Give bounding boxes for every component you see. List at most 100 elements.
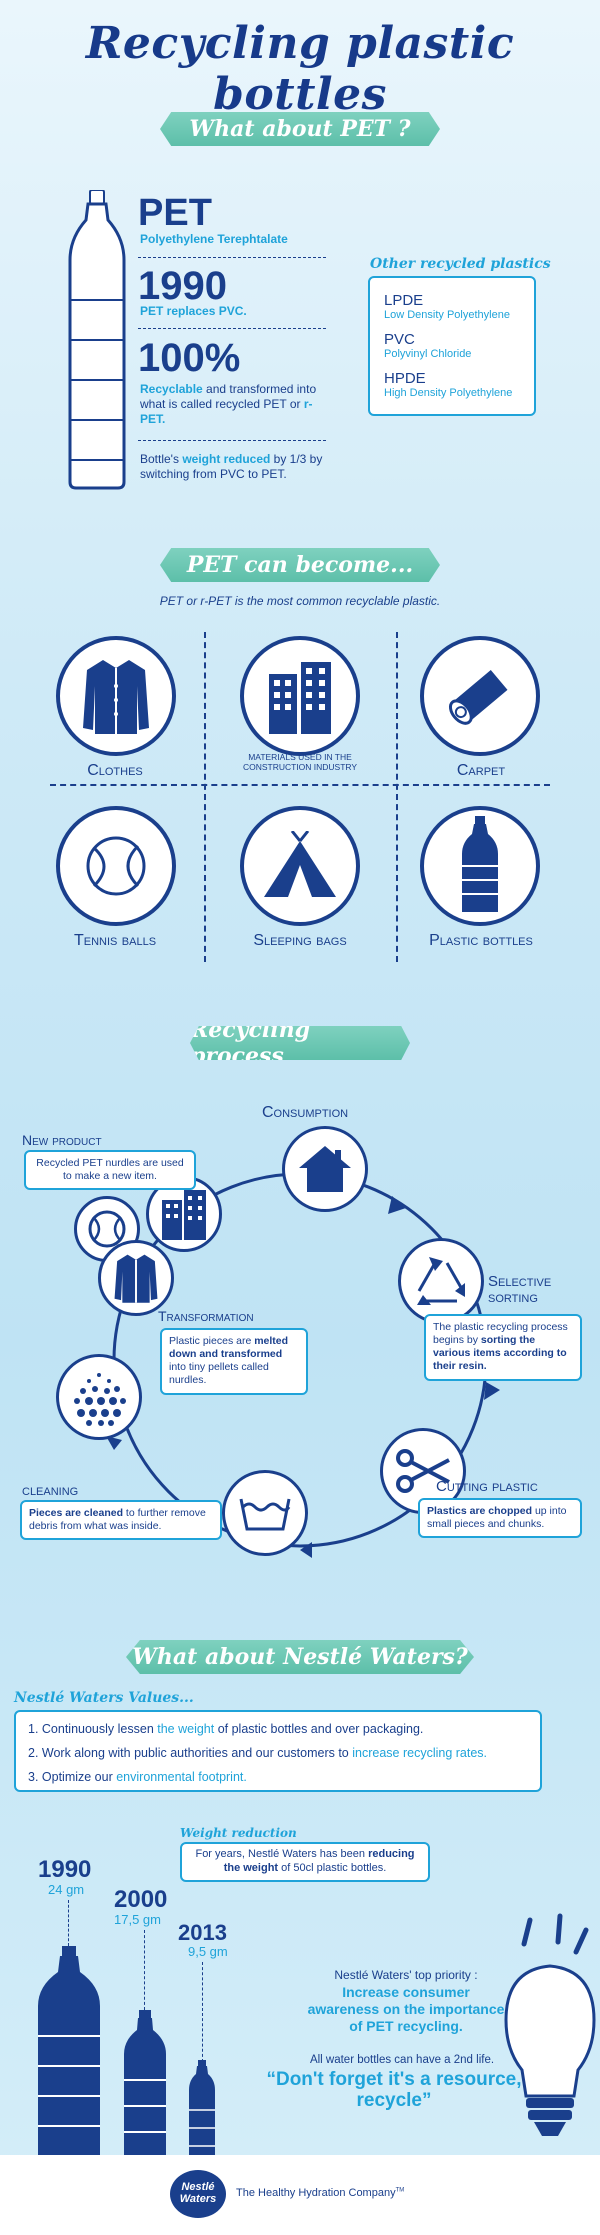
bottle-icon	[420, 806, 540, 926]
nestle-waters-logo: Nestlé Waters	[170, 2170, 226, 2218]
section-banner-nestle: What about Nestlé Waters?	[126, 1640, 474, 1674]
wn3: of 50cl plastic bottles.	[278, 1861, 387, 1874]
consumption-label: Consumption	[262, 1104, 349, 1121]
other-plastics-box: LPDE Low Density Polyethylene PVC Polyvi…	[368, 276, 536, 416]
cutting-note: Plastics are chopped up into small piece…	[418, 1498, 582, 1539]
item-label-construction: MATERIALS USED IN THE CONSTRUCTION INDUS…	[242, 752, 358, 772]
page-title: Recycling plastic bottles	[85, 18, 515, 120]
priority-bold: Increase consumer awareness on the impor…	[307, 1984, 505, 2034]
v1b: the weight	[157, 1722, 215, 1736]
washing-icon	[222, 1470, 308, 1556]
logo-line-2: Waters	[179, 2193, 217, 2205]
pellets-icon	[56, 1354, 142, 1440]
selective-note-2: sorting the various items according to t…	[433, 1334, 567, 1373]
value-item: 1. Continuously lessen the weight of pla…	[28, 1718, 528, 1742]
year-label: 1990	[38, 1856, 92, 1883]
other-item: PVC Polyvinyl Chloride	[384, 331, 520, 360]
wn1: For years, Nestlé Waters has been	[195, 1848, 369, 1860]
scissors-icon	[380, 1428, 466, 1514]
leader-line	[144, 1930, 145, 2010]
leader-line	[68, 1900, 69, 1946]
divider	[138, 257, 326, 258]
priority-label: Nestlé Waters' top priority :	[334, 1968, 478, 1982]
pet-bottle-illustration	[68, 189, 126, 490]
gm-label: 9,5 gm	[188, 1944, 228, 1959]
percent-text: Recyclable and transformed into what is …	[140, 382, 330, 427]
cutting-note-2: up into small pieces and chunks.	[427, 1505, 567, 1531]
section-banner-pet-become: PET can become...	[160, 548, 440, 582]
leader-line	[202, 1962, 203, 2062]
v2a: 2. Work along with public authorities an…	[28, 1745, 353, 1760]
house-icon	[282, 1126, 368, 1212]
other-code: PVC	[384, 331, 415, 348]
tm: TM	[395, 2187, 405, 2194]
second-life: All water bottles can have a 2nd life.	[309, 2054, 495, 2066]
values-box: 1. Continuously lessen the weight of pla…	[14, 1710, 542, 1792]
quote: “Don't forget it's a resource, recycle”	[266, 2069, 522, 2111]
year-1990: 1990	[138, 264, 227, 308]
grid-divider	[396, 632, 398, 962]
lightbulb-icon	[500, 1910, 596, 2145]
transformation-note-2: melted down and transformed	[169, 1335, 289, 1361]
other-name: Polyvinyl Chloride	[384, 348, 472, 360]
other-code: HPDE	[384, 370, 426, 387]
percent-text-mid: and transformed into what is called recy…	[140, 382, 317, 411]
jacket-icon	[56, 636, 176, 756]
other-item: LPDE Low Density Polyethylene	[384, 292, 520, 321]
bottle-2013-icon	[188, 2060, 216, 2173]
carpet-roll-icon	[420, 636, 540, 756]
cleaning-label: cleaning	[22, 1482, 79, 1499]
transformation-label: Transformation	[158, 1308, 254, 1324]
weight-text: Bottle's weight reduced by 1/3 by switch…	[140, 452, 330, 482]
item-label-sleeping-bags: Sleeping bags	[253, 932, 347, 949]
footer	[0, 2155, 600, 2235]
year-text: PET replaces PVC.	[140, 304, 247, 318]
logo-line-1: Nestlé	[181, 2181, 215, 2194]
jacket-icon	[98, 1240, 174, 1316]
new-product-note: Recycled PET nurdles are used to make a …	[24, 1150, 196, 1191]
wn2: reducing the weight	[223, 1848, 415, 1874]
pet-heading: PET	[138, 192, 212, 234]
selective-note: The plastic recycling process begins by …	[424, 1314, 582, 1381]
v1a: 1. Continuously lessen	[28, 1722, 158, 1736]
selective-label-1: Selective	[488, 1273, 552, 1290]
value-item: 3. Optimize our environmental footprint.	[28, 1766, 528, 1790]
gm-label: 24 gm	[48, 1882, 85, 1897]
recyclable-text: Recyclable	[140, 382, 203, 396]
percent-100: 100%	[138, 336, 241, 380]
value-item: 2. Work along with public authorities an…	[28, 1742, 528, 1766]
weight-text-1: Bottle's	[140, 452, 183, 466]
bottle-1990-icon	[36, 1946, 102, 2173]
tagline: The Healthy Hydration CompanyTM	[236, 2187, 404, 2199]
item-label-tennis: Tennis balls	[73, 932, 157, 949]
cleaning-note: Pieces are cleaned to further remove deb…	[20, 1500, 222, 1541]
item-label-plastic-bottles: Plastic bottles	[429, 932, 533, 949]
transformation-note-3: into tiny pellets called nurdles.	[169, 1361, 269, 1387]
grid-divider	[204, 632, 206, 962]
section-banner-pet: What about PET ?	[160, 112, 440, 146]
year-label: 2013	[178, 1920, 227, 1945]
v3a: 3. Optimize our	[28, 1769, 117, 1784]
rpet-text: r-PET.	[140, 397, 313, 426]
gm-label: 17,5 gm	[114, 1912, 161, 1927]
recycle-icon	[398, 1238, 484, 1324]
grid-divider	[50, 784, 550, 786]
building-icon	[240, 636, 360, 756]
selective-note-1: The plastic recycling process begins by	[433, 1321, 568, 1347]
other-name: High Density Polyethylene	[384, 387, 513, 399]
tagline-text: The Healthy Hydration Company	[236, 2187, 396, 2199]
section-banner-recycling: Recycling process	[190, 1026, 410, 1060]
values-title: Nestlé Waters Values...	[14, 1690, 194, 1706]
weight-reduction-note: For years, Nestlé Waters has been reduci…	[180, 1842, 430, 1882]
v1c: of plastic bottles and over packaging.	[214, 1722, 424, 1736]
pet-subtitle: PET or r-PET is the most common recyclab…	[159, 594, 441, 608]
divider	[138, 440, 326, 441]
tent-icon	[240, 806, 360, 926]
transformation-note-1: Plastic pieces are	[169, 1335, 255, 1347]
other-item: HPDE High Density Polyethylene	[384, 370, 520, 399]
v3b: environmental footprint.	[116, 1769, 247, 1784]
cutting-plastic-label: Cutting plastic	[436, 1478, 538, 1495]
selective-label-2: sorting	[488, 1288, 538, 1306]
v2b: increase recycling rates.	[352, 1745, 488, 1760]
